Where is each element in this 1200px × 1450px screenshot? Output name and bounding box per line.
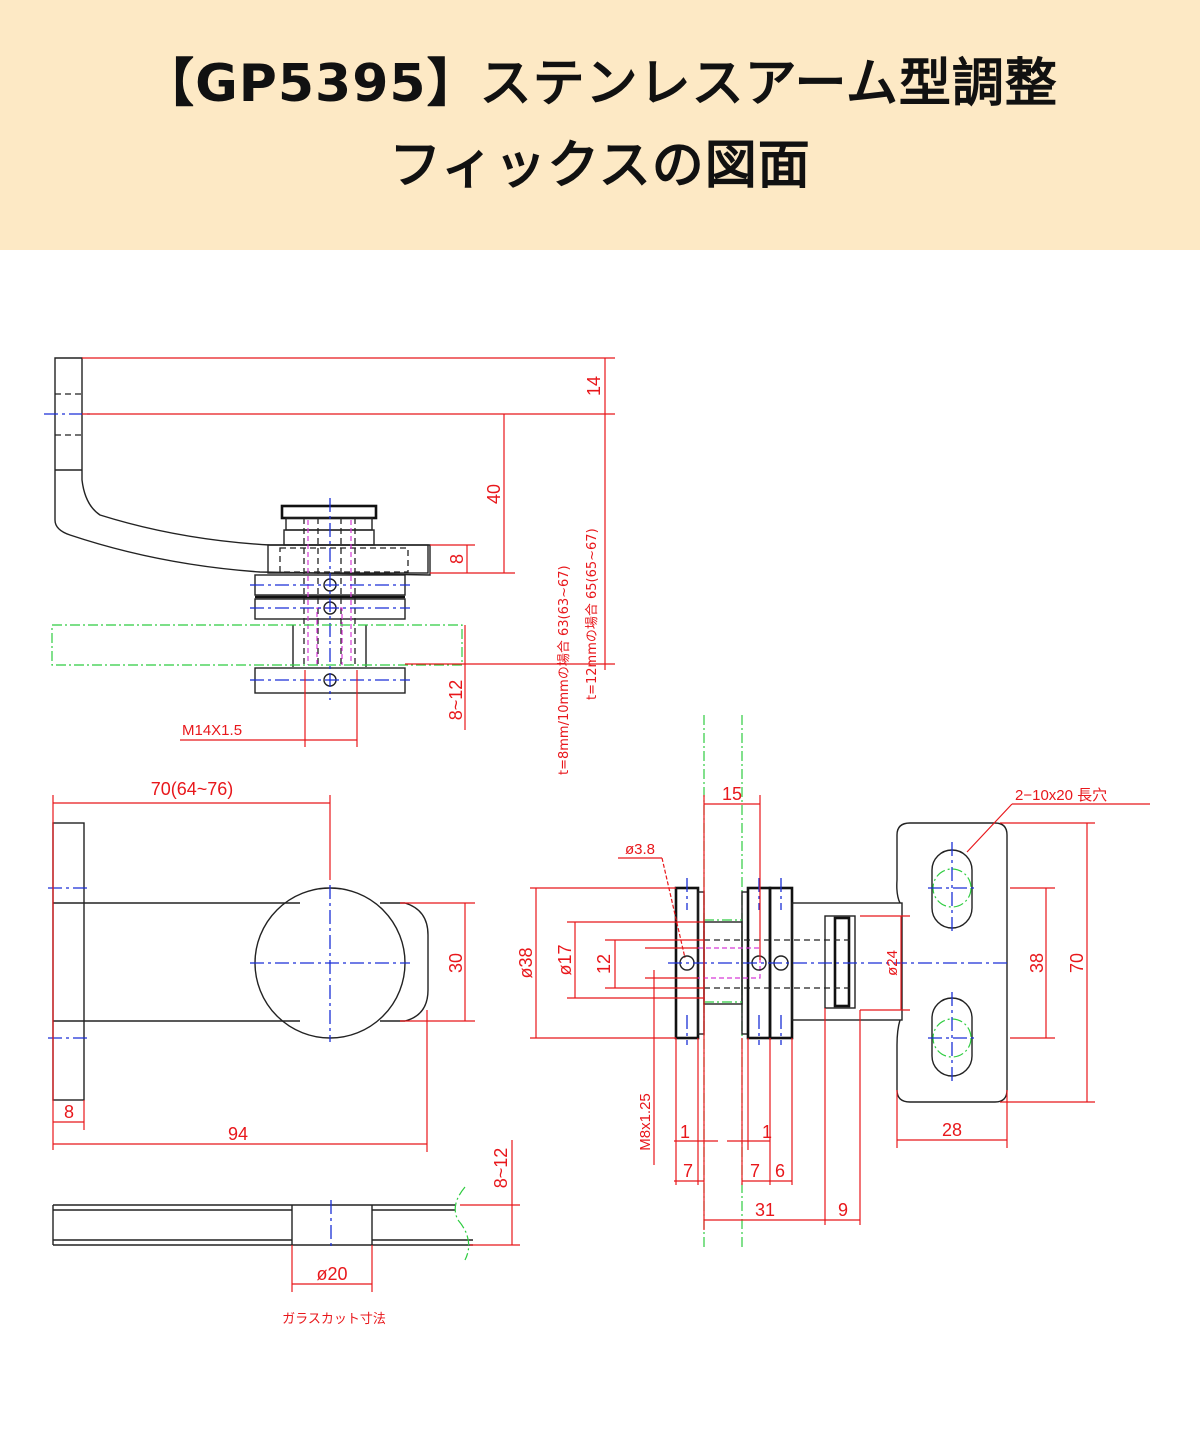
leader-line xyxy=(661,857,686,959)
dim-8-12-glass: 8~12 xyxy=(491,1148,511,1189)
leader-line xyxy=(966,803,1013,853)
dim-7-right: 7 xyxy=(750,1161,760,1181)
arm-boss xyxy=(267,544,429,574)
cap-ring xyxy=(283,529,375,546)
thread-line xyxy=(316,607,343,665)
dim-38-pitch: 38 xyxy=(1027,953,1047,973)
dim-70: 70(64~76) xyxy=(151,779,234,799)
thread-label: M14X1.5 xyxy=(182,722,242,739)
hub-insert xyxy=(824,915,856,1009)
hub-nut xyxy=(833,916,851,1008)
dim-6: 6 xyxy=(775,1161,785,1181)
break-line xyxy=(454,1186,470,1261)
dim-14: 14 xyxy=(584,376,604,396)
dim-8: 8 xyxy=(447,554,467,564)
technical-drawing: .ol { stroke: #222; fill: none; stroke-w… xyxy=(44,357,1150,1327)
hub xyxy=(791,902,903,1021)
glass-cut-view: 8~12 ø20 ガラスカット寸法 xyxy=(52,1140,520,1327)
bracket-view: 15 ø3.8 ø38 ø17 12 M8x1.25 1 1 7 7 6 31 … xyxy=(516,715,1150,1250)
cap-ring xyxy=(285,517,373,531)
dim-8-base: 8 xyxy=(64,1102,74,1122)
dim-7-left: 7 xyxy=(683,1161,693,1181)
dim-31: 31 xyxy=(755,1200,775,1220)
dim-9: 9 xyxy=(838,1200,848,1220)
base-plate xyxy=(52,822,85,1101)
dim-d24: ø24 xyxy=(884,950,901,976)
hidden-nut xyxy=(279,547,409,573)
dim-30: 30 xyxy=(446,953,466,973)
dim-12: 12 xyxy=(594,954,614,974)
note-line-1: t=8mm/10mmの場合 63(63~67) xyxy=(557,565,572,775)
dim-m8: M8x1.25 xyxy=(637,1093,654,1151)
glass-panel xyxy=(51,624,463,666)
glass-cut-caption: ガラスカット寸法 xyxy=(282,1312,386,1327)
dim-d17: ø17 xyxy=(555,944,575,975)
dim-d38: ø38 xyxy=(516,947,536,978)
dim-d3-8: ø3.8 xyxy=(625,841,655,858)
dim-28: 28 xyxy=(942,1120,962,1140)
dim-1-right: 1 xyxy=(762,1122,772,1142)
dim-70-plate: 70 xyxy=(1067,953,1087,973)
dim-8-12: 8~12 xyxy=(446,680,466,721)
top-cap xyxy=(280,504,378,520)
dim-15: 15 xyxy=(722,784,742,804)
title-banner: 【GP5395】ステンレスアーム型調整 フィックスの図面 xyxy=(0,0,1200,250)
side-view: 14 40 8 8~12 M14X1.5 t=8mm/10mmの場合 63(63… xyxy=(44,357,615,775)
plan-view: 70(64~76) 30 8 94 xyxy=(48,779,475,1152)
dim-d20: ø20 xyxy=(316,1264,347,1284)
title-line-1: 【GP5395】ステンレスアーム型調整 xyxy=(142,54,1058,114)
arm-body xyxy=(84,902,429,1022)
thread-line xyxy=(698,947,761,979)
title-line-2: フィックスの図面 xyxy=(389,136,811,196)
slot-label: 2−10x20 長穴 xyxy=(1015,787,1107,804)
dim-1-left: 1 xyxy=(680,1122,690,1142)
dim-40: 40 xyxy=(484,484,504,504)
note-line-2: t=12mmの場合 65(65~67) xyxy=(585,528,600,700)
dim-94: 94 xyxy=(228,1124,248,1144)
